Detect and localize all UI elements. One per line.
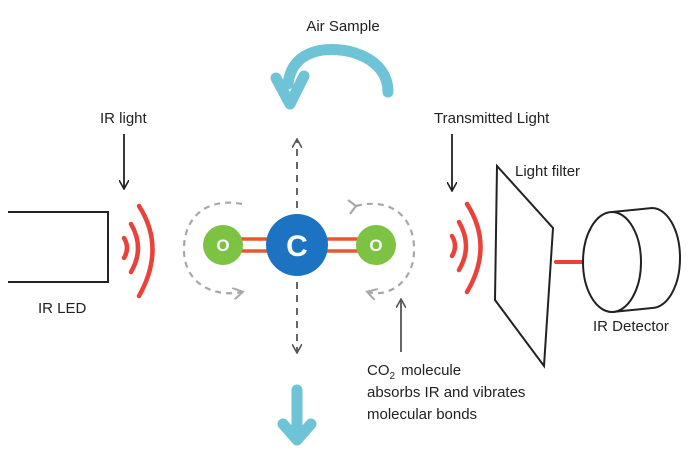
co2-subscript: 2 xyxy=(390,371,396,382)
transmitted-light-label: Transmitted Light xyxy=(434,110,550,127)
ir-light-label: IR light xyxy=(100,110,148,127)
carbon-atom: C xyxy=(266,214,328,276)
co2-caption-line3: molecular bonds xyxy=(367,406,477,423)
co2-prefix: CO xyxy=(367,362,390,379)
air-sample-arrow xyxy=(270,44,394,110)
ir-detector-label: IR Detector xyxy=(593,318,669,335)
co2-suffix: molecule xyxy=(401,362,461,379)
ir-led-body xyxy=(8,211,109,283)
light-filter xyxy=(493,163,555,369)
double-bond-left xyxy=(238,237,272,253)
ir-waves-left xyxy=(121,203,155,299)
rotation-arrows xyxy=(182,201,416,294)
co2-caption-line2: absorbs IR and vibrates xyxy=(367,384,525,401)
ir-waves-right xyxy=(449,201,483,295)
oxygen-right-label: O xyxy=(369,236,382,255)
oxygen-atom-left: O xyxy=(203,225,243,265)
oxygen-atom-right: O xyxy=(356,225,396,265)
oxygen-left-label: O xyxy=(216,236,229,255)
air-sample-label: Air Sample xyxy=(306,18,379,35)
co2-caption-line1: CO2 molecule xyxy=(367,362,461,382)
rotation-arrow-tails xyxy=(347,199,357,215)
air-exit-arrow xyxy=(277,384,317,446)
light-filter-label: Light filter xyxy=(515,163,580,180)
double-bond-right xyxy=(322,237,358,253)
ir-led-label: IR LED xyxy=(38,300,87,317)
carbon-label: C xyxy=(286,230,308,263)
ir-detector xyxy=(582,206,681,313)
